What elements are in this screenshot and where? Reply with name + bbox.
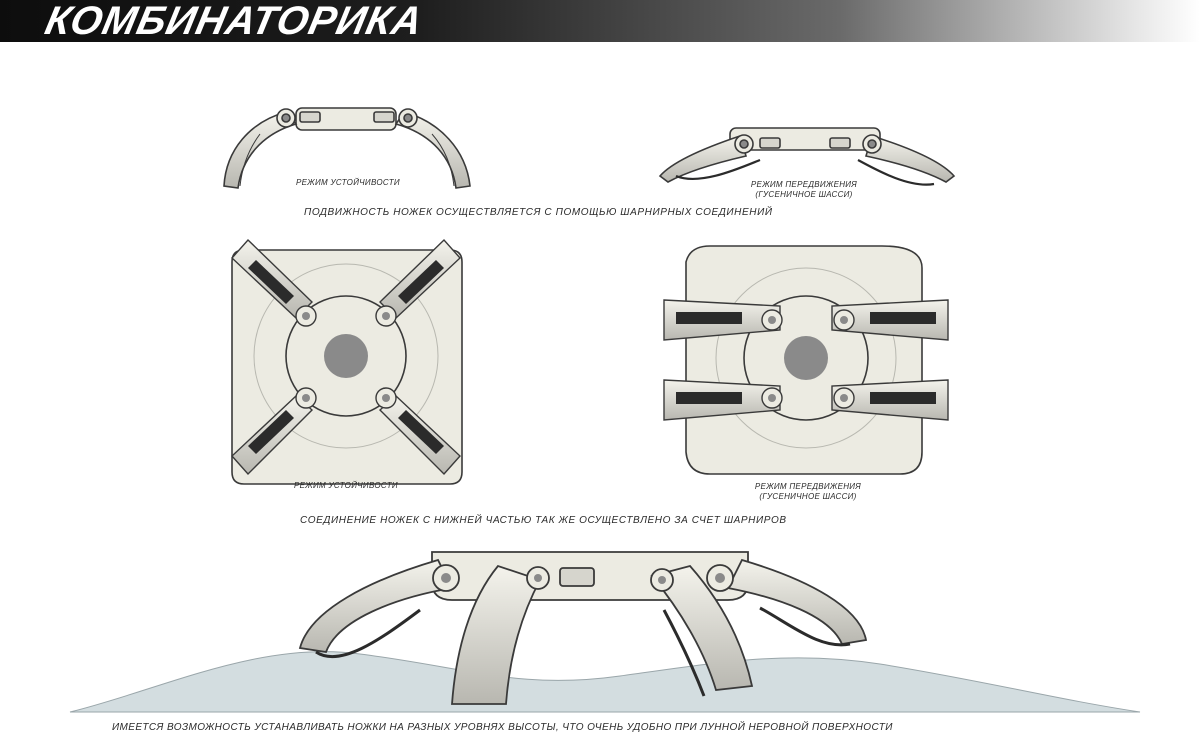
label-top-moving-line2: (ГУСЕНИЧНОЕ ШАССИ): [755, 190, 853, 199]
lunar-surface: [69, 651, 1141, 713]
left-leg: [223, 111, 298, 189]
label-top-moving: РЕЖИМ ПЕРЕДВИЖЕНИЯ (ГУСЕНИЧНОЕ ШАССИ): [724, 180, 884, 200]
label-top-stability: РЕЖИМ УСТОЙЧИВОСТИ: [296, 178, 400, 187]
right-hinge-pin: [403, 113, 413, 123]
right-leg: [394, 111, 471, 189]
center-hub: [324, 334, 368, 378]
terrain-joint-block: [559, 567, 595, 587]
track-bottom-right: [398, 410, 444, 454]
left-hinge-pin-moving: [739, 139, 749, 149]
outer-ring-moving: [715, 267, 897, 449]
side-view-stability: [223, 107, 471, 189]
right-joint-block: [373, 111, 395, 123]
right-track: [857, 159, 935, 186]
label-middle-stability: РЕЖИМ УСТОЙЧИВОСТИ: [294, 481, 398, 490]
caption-middle: СОЕДИНЕНИЕ НОЖЕК С НИЖНЕЙ ЧАСТЬЮ ТАК ЖЕ …: [300, 515, 787, 526]
terrain-leg-left: [298, 558, 454, 654]
center-hub-moving: [784, 336, 828, 380]
track-left-upper: [676, 312, 742, 324]
label-top-moving-line1: РЕЖИМ ПЕРЕДВИЖЕНИЯ: [750, 180, 858, 189]
terrain-leg-front-left: [451, 564, 542, 705]
label-middle-moving-line2: (ГУСЕНИЧНОЕ ШАССИ): [759, 492, 857, 501]
right-leg-flat: [864, 134, 956, 183]
side-body: [295, 107, 397, 131]
left-track: [675, 158, 761, 181]
top-view-stability: [231, 238, 463, 485]
left-hinge-pin: [281, 113, 291, 123]
left-leg-flat: [658, 134, 748, 183]
track-right-upper: [870, 312, 936, 324]
track-top-left: [248, 260, 294, 304]
top-view-moving: [663, 245, 949, 475]
terrain-track-front-right: [662, 609, 706, 697]
track-left-lower: [676, 392, 742, 404]
track-bottom-left: [248, 410, 294, 454]
left-joint-block-moving: [759, 137, 781, 149]
caption-bottom: ИМЕЕТСЯ ВОЗМОЖНОСТЬ УСТАНАВЛИВАТЬ НОЖКИ …: [112, 722, 893, 733]
label-middle-moving-line1: РЕЖИМ ПЕРЕДВИЖЕНИЯ: [754, 482, 862, 491]
terrain-track-right: [759, 606, 851, 647]
right-leg-groove: [431, 133, 455, 187]
label-middle-moving: РЕЖИМ ПЕРЕДВИЖЕНИЯ (ГУСЕНИЧНОЕ ШАССИ): [728, 482, 888, 502]
outer-ring: [253, 263, 439, 449]
header-bar: КОМБИНАТОРИКА: [0, 0, 1200, 43]
caption-top: ПОДВИЖНОСТЬ НОЖЕК ОСУЩЕСТВЛЯЕТСЯ С ПОМОЩ…: [304, 207, 773, 218]
left-joint-block: [299, 111, 321, 123]
right-joint-block-moving: [829, 137, 851, 149]
track-right-lower: [870, 392, 936, 404]
side-view-moving: [658, 127, 956, 186]
track-top-right: [398, 260, 444, 304]
terrain-track-left: [315, 608, 421, 659]
terrain-leg-front-right: [650, 564, 754, 691]
terrain-scene: [69, 551, 1141, 713]
left-leg-groove: [239, 133, 261, 187]
terrain-leg-right: [726, 558, 868, 646]
right-hinge-pin-moving: [867, 139, 877, 149]
